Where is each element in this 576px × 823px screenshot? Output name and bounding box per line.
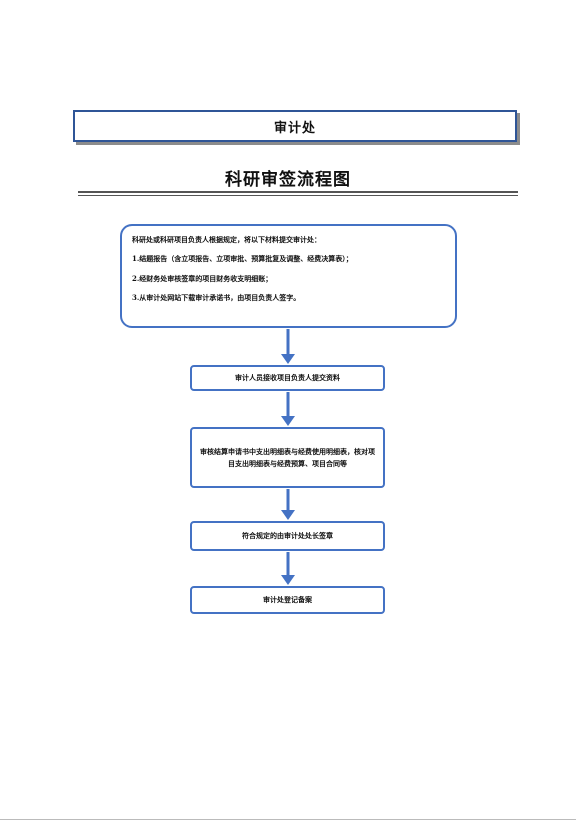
page-bottom-edge — [0, 819, 576, 820]
flow-node-review: 审核结算申请书中支出明细表与经费使用明细表，核对项目支出明细表与经费预算、项目合… — [190, 427, 385, 488]
arrowhead-2 — [281, 416, 295, 426]
submit-item-1: 1.结题报告（含立项报告、立项审批、预算批复及调整、经费决算表）； — [132, 254, 353, 264]
flow-node-record: 审计处登记备案 — [190, 586, 385, 614]
title-rule-thick — [78, 191, 518, 193]
title-rule-thin — [78, 195, 518, 196]
flow-node-sign: 符合规定的由审计处处长签章 — [190, 521, 385, 551]
flow-node-submit-materials: 科研处或科研项目负责人根据规定，将以下材料提交审计处： 1.结题报告（含立项报告… — [120, 224, 457, 328]
arrowhead-3 — [281, 510, 295, 520]
submit-item-3: 3.从审计处网站下载审计承诺书，由项目负责人签字。 — [132, 293, 301, 303]
arrowhead-4 — [281, 575, 295, 585]
header-label: 审计处 — [273, 120, 316, 136]
receive-label: 审计人员接收项目负责人提交资料 — [235, 373, 340, 383]
arrowhead-1 — [281, 354, 295, 364]
review-label: 审核结算申请书中支出明细表与经费使用明细表，核对项目支出明细表与经费预算、项目合… — [200, 447, 375, 468]
submit-item-2: 2.经财务处审核签章的项目财务收支明细账； — [132, 273, 273, 283]
header-box: 审计处 — [73, 110, 517, 142]
flow-node-receive: 审计人员接收项目负责人提交资料 — [190, 365, 385, 391]
submit-intro: 科研处或科研项目负责人根据规定，将以下材料提交审计处： — [132, 235, 321, 244]
page-title: 科研审签流程图 — [225, 170, 351, 190]
record-label: 审计处登记备案 — [263, 595, 312, 605]
sign-label: 符合规定的由审计处处长签章 — [242, 531, 333, 541]
